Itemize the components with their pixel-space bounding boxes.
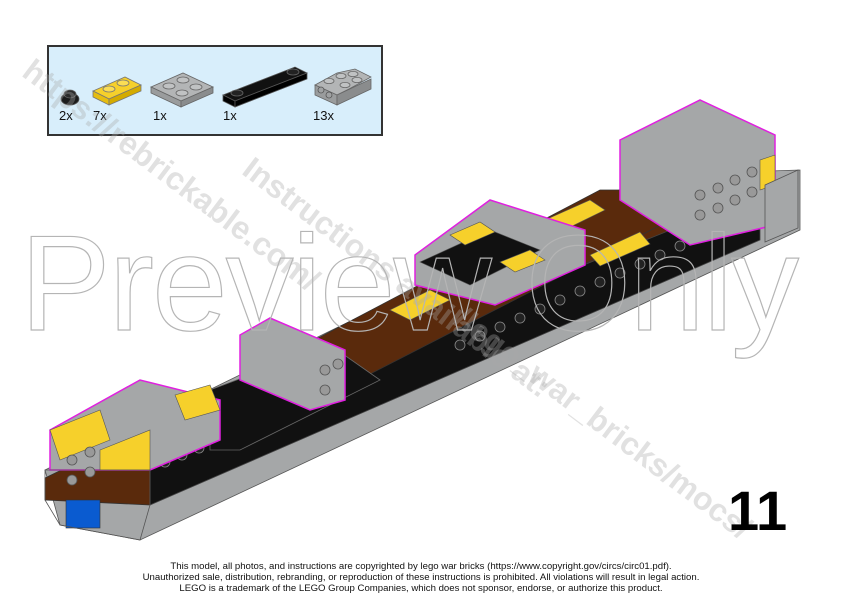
part-qty: 13x	[313, 108, 334, 123]
step-number: 11	[728, 479, 788, 542]
part-qty: 1x	[153, 108, 167, 123]
footer-line-1: This model, all photos, and instructions…	[170, 561, 672, 572]
plate-yellow-icon	[92, 76, 142, 106]
footer-line-3: LEGO is a trademark of the LEGO Group Co…	[179, 583, 663, 594]
part-qty: 2x	[59, 108, 73, 123]
plate-black-icon	[222, 66, 308, 108]
bracket-gray-icon	[314, 68, 372, 106]
round-plate-black-icon	[60, 89, 80, 106]
parts-list-callout: 2x 7x 1x 1x 13x	[47, 45, 383, 136]
part-qty: 1x	[223, 108, 237, 123]
preview-only-watermark: Preview Only	[19, 207, 799, 359]
part-qty: 7x	[93, 108, 107, 123]
copyright-footer: This model, all photos, and instructions…	[0, 561, 842, 594]
footer-line-2: Unauthorized sale, distribution, rebrand…	[142, 572, 700, 583]
plate-gray-icon	[150, 72, 214, 108]
